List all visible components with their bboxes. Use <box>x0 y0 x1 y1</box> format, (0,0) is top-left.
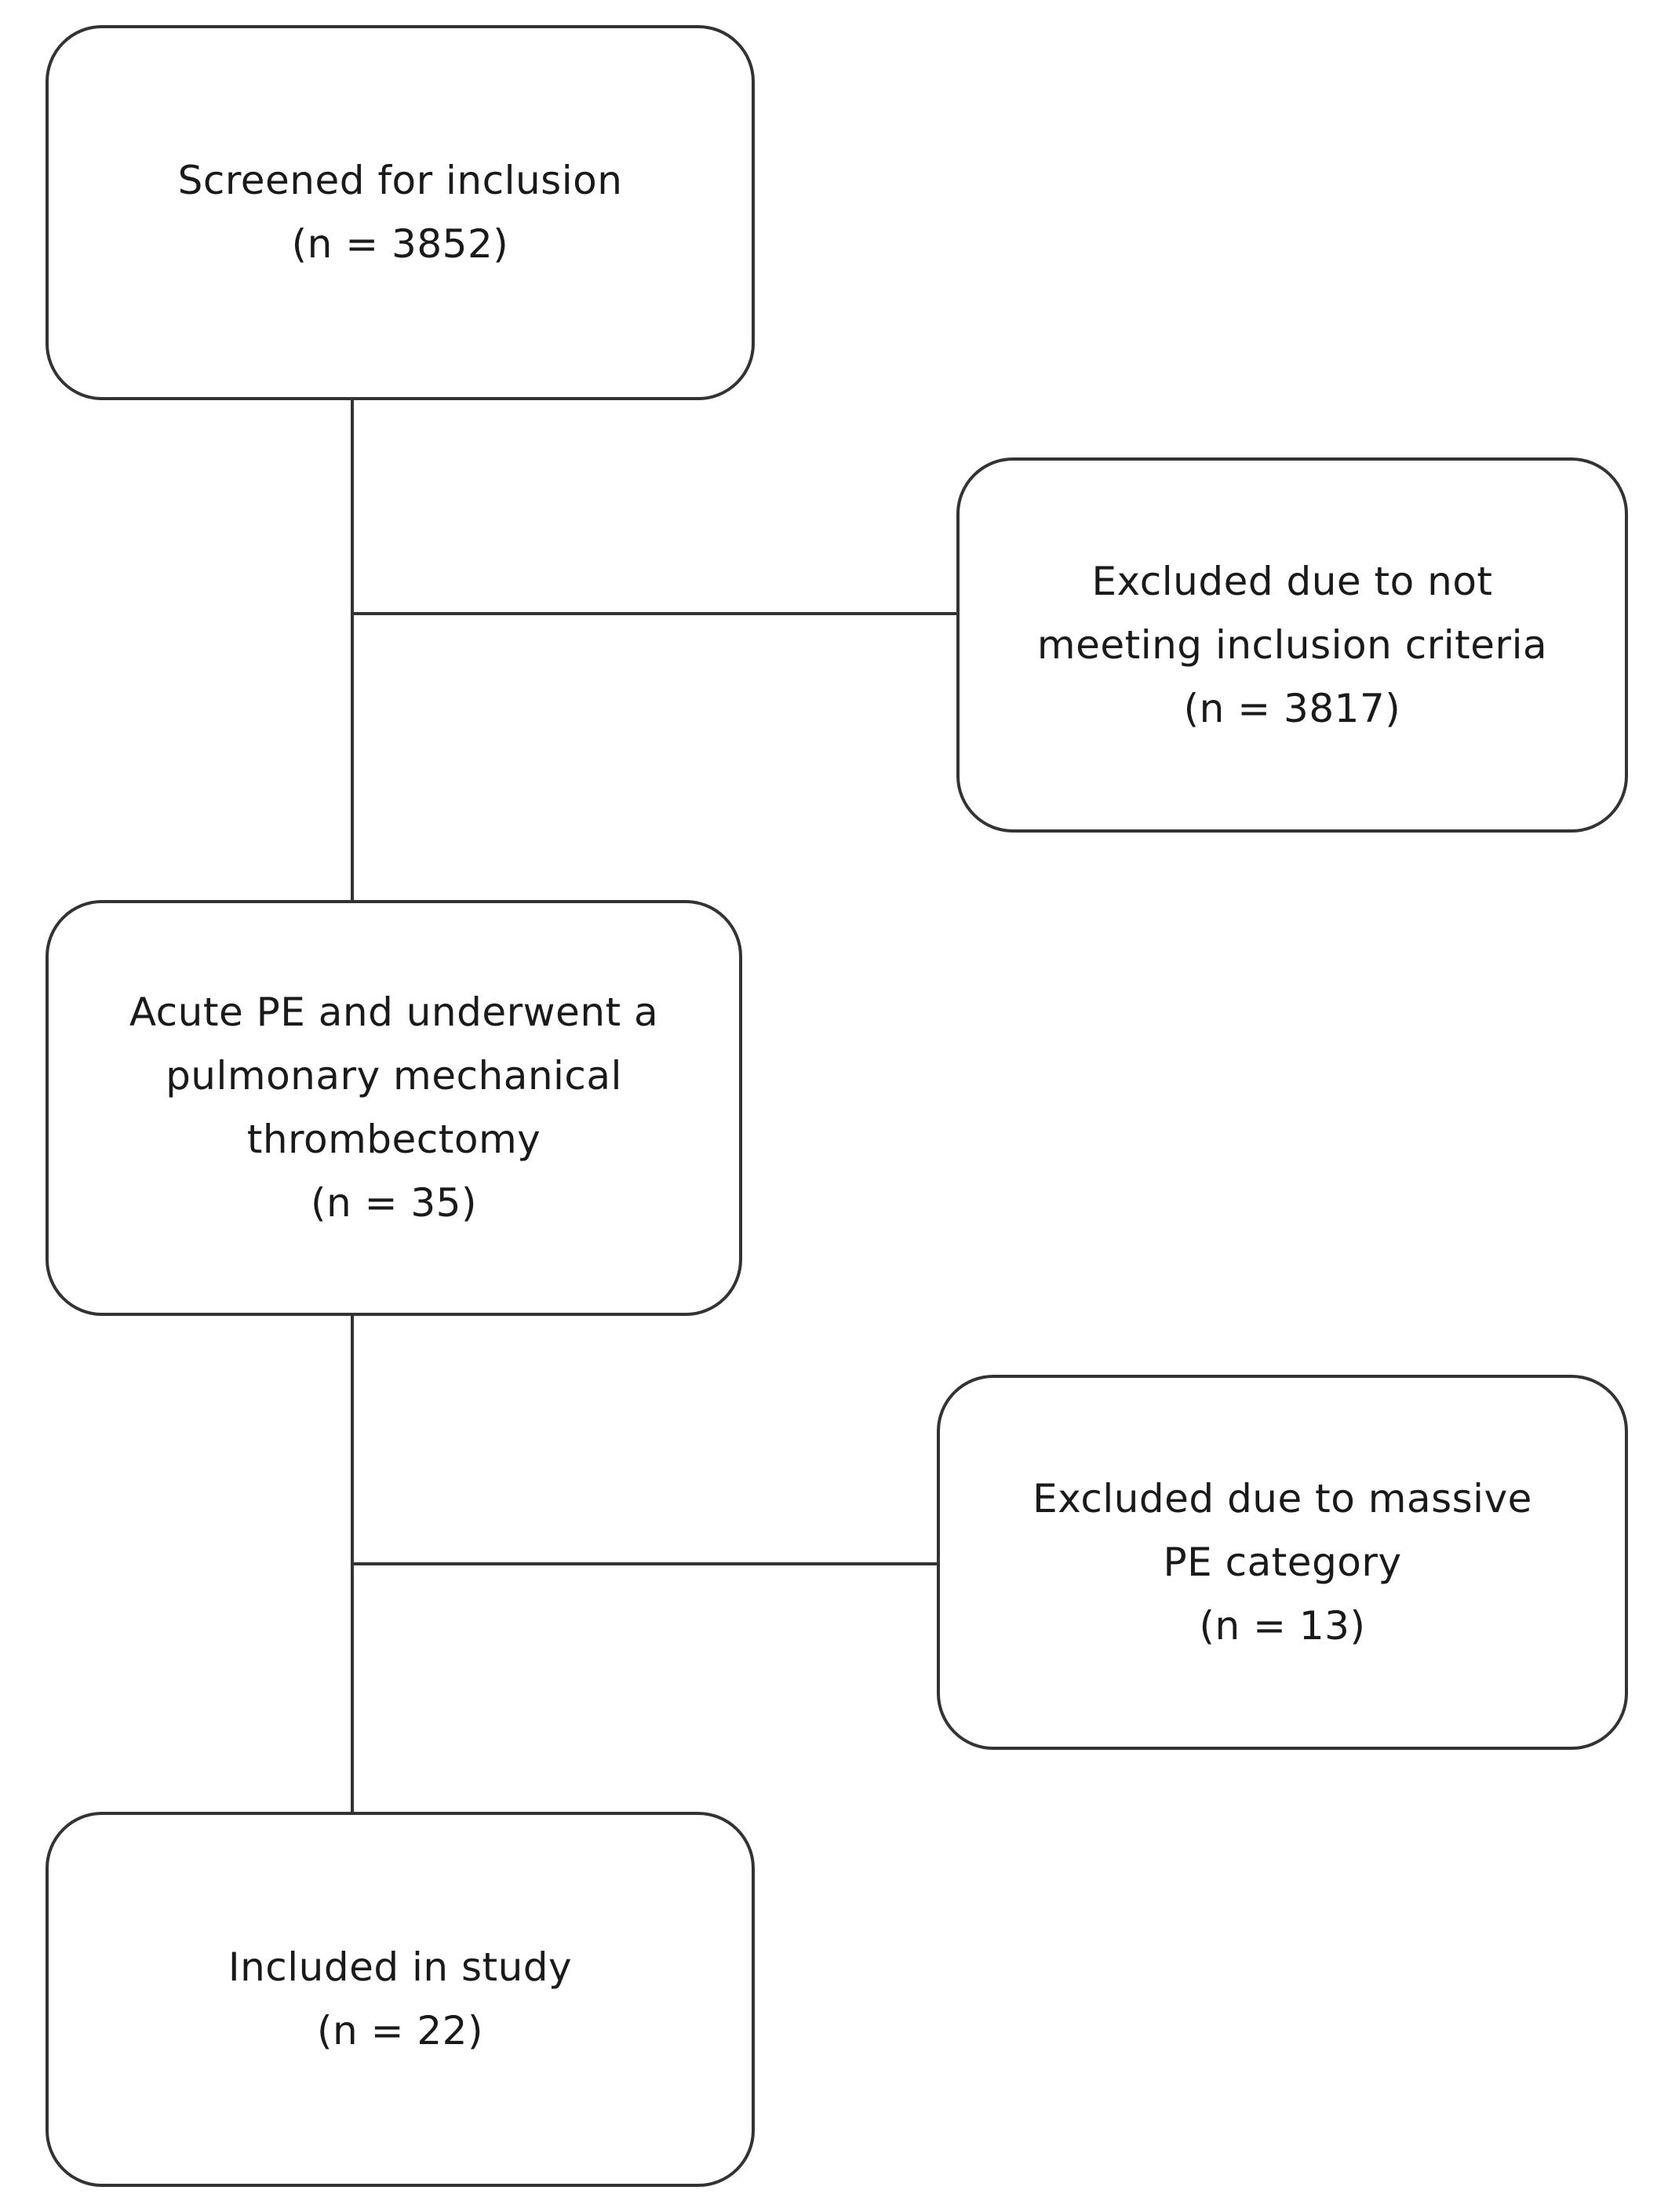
acute-pe-text: Acute PE and underwent a pulmonary mecha… <box>129 981 658 1235</box>
acute-pe-box: Acute PE and underwent a pulmonary mecha… <box>46 900 742 1316</box>
included-label: Included in study <box>228 1944 573 1990</box>
included-box: Included in study (n = 22) <box>46 1812 755 2187</box>
included-count: (n = 22) <box>316 2008 483 2053</box>
screened-text: Screened for inclusion (n = 3852) <box>178 149 623 276</box>
excluded-criteria-label-line2: meeting inclusion criteria <box>1036 621 1548 668</box>
screened-box: Screened for inclusion (n = 3852) <box>46 25 755 400</box>
excluded-criteria-count: (n = 3817) <box>1183 685 1401 731</box>
excluded-massive-label-line2: PE category <box>1163 1539 1402 1585</box>
excluded-massive-count: (n = 13) <box>1199 1602 1366 1649</box>
excluded-criteria-text: Excluded due to not meeting inclusion cr… <box>1037 550 1547 741</box>
acute-pe-label-line1: Acute PE and underwent a <box>129 989 659 1035</box>
excluded-criteria-label-line1: Excluded due to not <box>1091 558 1493 604</box>
acute-pe-count: (n = 35) <box>310 1180 477 1226</box>
acute-pe-label-line2: pulmonary mechanical <box>166 1053 622 1099</box>
included-text: Included in study (n = 22) <box>228 1936 572 2063</box>
acute-pe-label-line3: thrombectomy <box>246 1117 541 1162</box>
excluded-massive-box: Excluded due to massive PE category (n =… <box>937 1375 1628 1750</box>
excluded-massive-text: Excluded due to massive PE category (n =… <box>1032 1467 1532 1658</box>
excluded-massive-label-line1: Excluded due to massive <box>1032 1475 1532 1521</box>
screened-count: (n = 3852) <box>291 221 509 267</box>
screened-label: Screened for inclusion <box>177 158 623 203</box>
excluded-criteria-box: Excluded due to not meeting inclusion cr… <box>956 457 1628 833</box>
